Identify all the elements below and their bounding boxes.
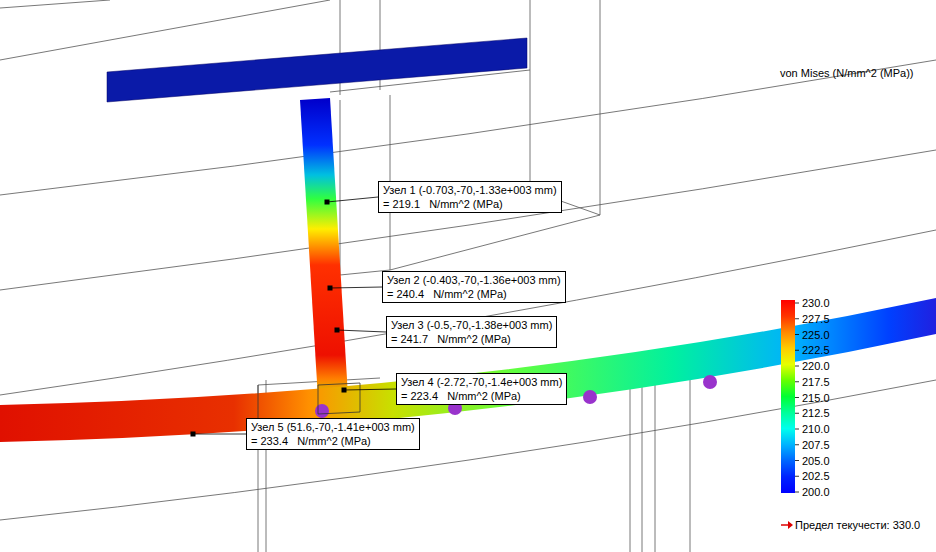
colorbar-tick <box>795 444 799 445</box>
colorbar-value: 227.5 <box>802 312 830 326</box>
colorbar-tick <box>795 460 799 461</box>
leader-line <box>193 434 246 435</box>
stress-value: = 219.1 N/mm^2 (MPa) <box>383 197 557 211</box>
probe-callout: Узел 1 (-0.703,-70,-1.33e+003 mm)= 219.1… <box>378 181 562 213</box>
leader-line <box>327 197 378 202</box>
colorbar-value: 210.0 <box>802 422 830 436</box>
leader-line <box>344 389 396 390</box>
colorbar-tick <box>795 413 799 414</box>
colorbar-value: 222.5 <box>802 343 830 357</box>
colorbar-value: 202.5 <box>802 469 830 483</box>
colorbar-tick <box>795 334 799 335</box>
stress-value: = 240.4 N/mm^2 (MPa) <box>387 287 561 301</box>
stress-value: = 241.7 N/mm^2 (MPa) <box>391 332 552 346</box>
colorbar-tick <box>795 492 799 493</box>
beam-web <box>300 98 348 399</box>
probe-callout: Узел 5 (51.6,-70,-1.41e+003 mm)= 233.4 N… <box>246 418 420 450</box>
colorbar-tick <box>795 381 799 382</box>
probe-callout: Узел 3 (-0.5,-70,-1.38e+003 mm)= 241.7 N… <box>386 316 557 348</box>
beam-flange <box>107 38 527 102</box>
probe-point <box>191 432 196 437</box>
probe-callout: Узел 4 (-2.72,-70,-1.4e+003 mm)= 223.4 N… <box>396 373 567 405</box>
node-coordinates: Узел 1 (-0.703,-70,-1.33e+003 mm) <box>383 183 557 197</box>
colorbar-value: 220.0 <box>802 359 830 373</box>
yield-strength-note: Предел текучести: 330.0 <box>795 518 920 532</box>
stress-value: = 223.4 N/mm^2 (MPa) <box>401 389 562 403</box>
probe-callout: Узел 2 (-0.403,-70,-1.36e+003 mm)= 240.4… <box>382 271 566 303</box>
probe-point <box>335 328 340 333</box>
probe-point <box>328 286 333 291</box>
colorbar-value: 217.5 <box>802 375 830 389</box>
leader-line <box>330 287 382 288</box>
node-coordinates: Узел 2 (-0.403,-70,-1.36e+003 mm) <box>387 273 561 287</box>
colorbar-tick <box>795 366 799 367</box>
colorbar-value: 230.0 <box>802 296 830 310</box>
node-coordinates: Узел 5 (51.6,-70,-1.41e+003 mm) <box>251 420 415 434</box>
colorbar-value: 225.0 <box>802 328 830 342</box>
colorbar-tick <box>795 318 799 319</box>
colorbar-value: 215.0 <box>802 391 830 405</box>
shell-plate <box>0 298 936 442</box>
colorbar-value: 212.5 <box>802 406 830 420</box>
colorbar-value: 207.5 <box>802 438 830 452</box>
colorbar-tick <box>795 303 799 304</box>
fixture-dots <box>315 375 717 418</box>
probe-point <box>342 388 347 393</box>
leader-line <box>337 330 386 332</box>
colorbar-tick <box>795 429 799 430</box>
node-coordinates: Узел 3 (-0.5,-70,-1.38e+003 mm) <box>391 318 552 332</box>
colorbar-tick <box>795 397 799 398</box>
yield-arrow <box>781 521 793 529</box>
probe-point <box>325 200 330 205</box>
colorbar-value: 200.0 <box>802 485 830 499</box>
colorbar-title: von Mises (N/mm^2 (MPa)) <box>780 66 914 80</box>
stress-value: = 233.4 N/mm^2 (MPa) <box>251 434 415 448</box>
node-coordinates: Узел 4 (-2.72,-70,-1.4e+003 mm) <box>401 375 562 389</box>
colorbar-tick <box>795 476 799 477</box>
colorbar-value: 205.0 <box>802 454 830 468</box>
colorbar-gradient <box>781 300 795 493</box>
colorbar <box>781 300 795 493</box>
colorbar-tick <box>795 350 799 351</box>
